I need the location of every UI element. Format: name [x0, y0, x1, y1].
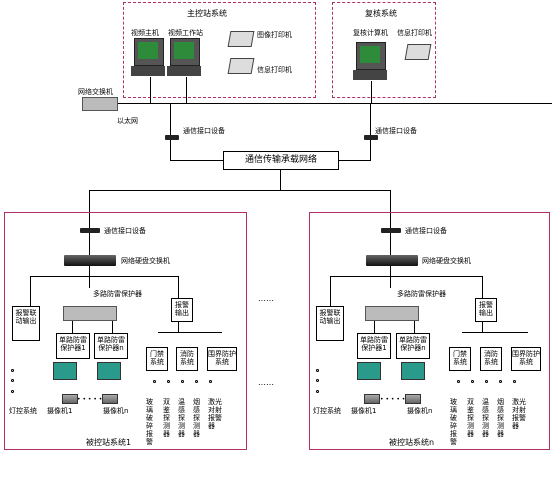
s1-single-protector-n: 单路防雷保护器n	[94, 333, 128, 359]
hdd-switch-icon	[366, 255, 418, 266]
s1-camera-1-label: 摄像机1	[47, 407, 73, 415]
ethernet-bus	[118, 103, 552, 104]
sn-light-label: 灯控系统	[313, 407, 341, 415]
printer-icon	[227, 58, 255, 74]
sn-single-protector-n: 单路防雷保护器n	[396, 333, 430, 359]
sn-camera-1-label: 摄像机1	[351, 407, 377, 415]
network-switch-icon	[82, 97, 118, 111]
camera-protector-icon	[97, 362, 121, 380]
s1-sensor-2: 双鉴探测器	[163, 398, 170, 438]
image-printer-label: 图像打印机	[257, 31, 292, 39]
s1-sensor-4: 烟感探测器	[193, 398, 200, 438]
camera-icon	[364, 394, 380, 404]
s1-sensor-3: 温感探测器	[178, 398, 185, 438]
monitor-icon	[170, 38, 200, 66]
multi-protector-icon	[365, 306, 419, 321]
review-computer-label: 复核计算机	[353, 29, 388, 37]
network-switch-label: 网络交换机	[78, 88, 113, 96]
camera-dots-n: • • • • • •	[380, 396, 411, 403]
sn-perimeter-box: 围界防护系统	[511, 347, 541, 371]
camera-protector-icon	[401, 362, 425, 380]
s1-access-box: 门禁系统	[146, 347, 168, 371]
substation-1-caption: 被控站系统1	[86, 438, 132, 447]
sn-sensor-2: 双鉴探测器	[467, 398, 474, 438]
camera-icon	[405, 394, 421, 404]
computer-base-icon	[353, 70, 387, 80]
hdd-switch-icon	[64, 255, 116, 266]
s1-sensor-1: 玻璃破碎报警	[146, 398, 153, 446]
s1-hdd-switch-label: 网络硬盘交换机	[121, 257, 170, 265]
ellipsis-top: ……	[258, 294, 274, 303]
camera-protector-icon	[53, 362, 77, 380]
s1-light-label: 灯控系统	[9, 407, 37, 415]
comm-interface-icon	[381, 228, 401, 233]
s1-perimeter-box: 围界防护系统	[207, 347, 237, 371]
camera-icon	[62, 394, 78, 404]
s1-alarm-output-box: 报警输出	[171, 298, 193, 322]
substation-n-caption: 被控站系统n	[389, 438, 435, 447]
sn-access-box: 门禁系统	[449, 347, 471, 371]
s1-fire-box: 消防系统	[176, 347, 198, 371]
comm-interface-label: 通信接口设备	[183, 127, 225, 135]
camera-dots: • • • • • •	[77, 396, 108, 403]
ethernet-label: 以太网	[117, 117, 138, 125]
substation-n-box	[309, 212, 550, 450]
comm-interface-icon	[165, 135, 179, 140]
main-station-title: 主控站系统	[187, 9, 227, 18]
sn-comm-interface-label: 通信接口设备	[405, 227, 447, 235]
video-workstation-label: 视频工作站	[168, 29, 203, 37]
comm-interface-label-2: 通信接口设备	[375, 127, 417, 135]
sn-sensor-5: 激光对射报警器	[512, 398, 526, 430]
sn-single-protector-1: 单路防雷保护器1	[357, 333, 391, 359]
s1-camera-n-label: 摄像机n	[103, 407, 129, 415]
sn-alarm-linkage-box: 报警联动输出	[316, 306, 344, 341]
sn-sensor-3: 温感探测器	[482, 398, 489, 438]
computer-base-icon	[167, 66, 201, 76]
camera-icon	[102, 394, 118, 404]
review-system-title: 复核系统	[365, 9, 397, 18]
computer-base-icon	[131, 66, 165, 76]
review-system-box	[332, 2, 436, 98]
printer-icon	[227, 31, 255, 47]
sn-fire-box: 消防系统	[480, 347, 502, 371]
s1-comm-interface-label: 通信接口设备	[104, 227, 146, 235]
monitor-icon	[356, 42, 386, 70]
sn-camera-n-label: 摄像机n	[407, 407, 433, 415]
monitor-icon	[134, 38, 164, 66]
comm-interface-icon	[80, 228, 100, 233]
sn-sensor-1: 玻璃破碎报警	[450, 398, 457, 446]
sn-alarm-output-box: 报警输出	[475, 298, 497, 322]
multi-protector-icon	[63, 306, 117, 321]
printer-icon	[404, 44, 432, 60]
sn-multi-protector-label: 多路防雷保护器	[397, 290, 446, 298]
s1-alarm-linkage-box: 报警联动输出	[12, 306, 40, 341]
info-printer-label: 信息打印机	[257, 66, 292, 74]
main-station-box	[123, 2, 316, 98]
sn-hdd-switch-label: 网络硬盘交换机	[422, 257, 471, 265]
sn-sensor-4: 烟感探测器	[497, 398, 504, 438]
s1-single-protector-1: 单路防雷保护器1	[56, 333, 90, 359]
review-printer-label: 信息打印机	[397, 29, 432, 37]
substation-1-box	[4, 212, 247, 450]
comm-interface-icon	[364, 135, 378, 140]
ellipsis-bottom: ……	[258, 378, 274, 387]
s1-multi-protector-label-1: 多路防雷保护器	[93, 290, 142, 298]
s1-sensor-5: 激光对射报警器	[208, 398, 222, 430]
carrier-network-box: 通信传输承载网络	[223, 151, 339, 170]
video-host-label: 视频主机	[131, 29, 159, 37]
camera-protector-icon	[357, 362, 381, 380]
